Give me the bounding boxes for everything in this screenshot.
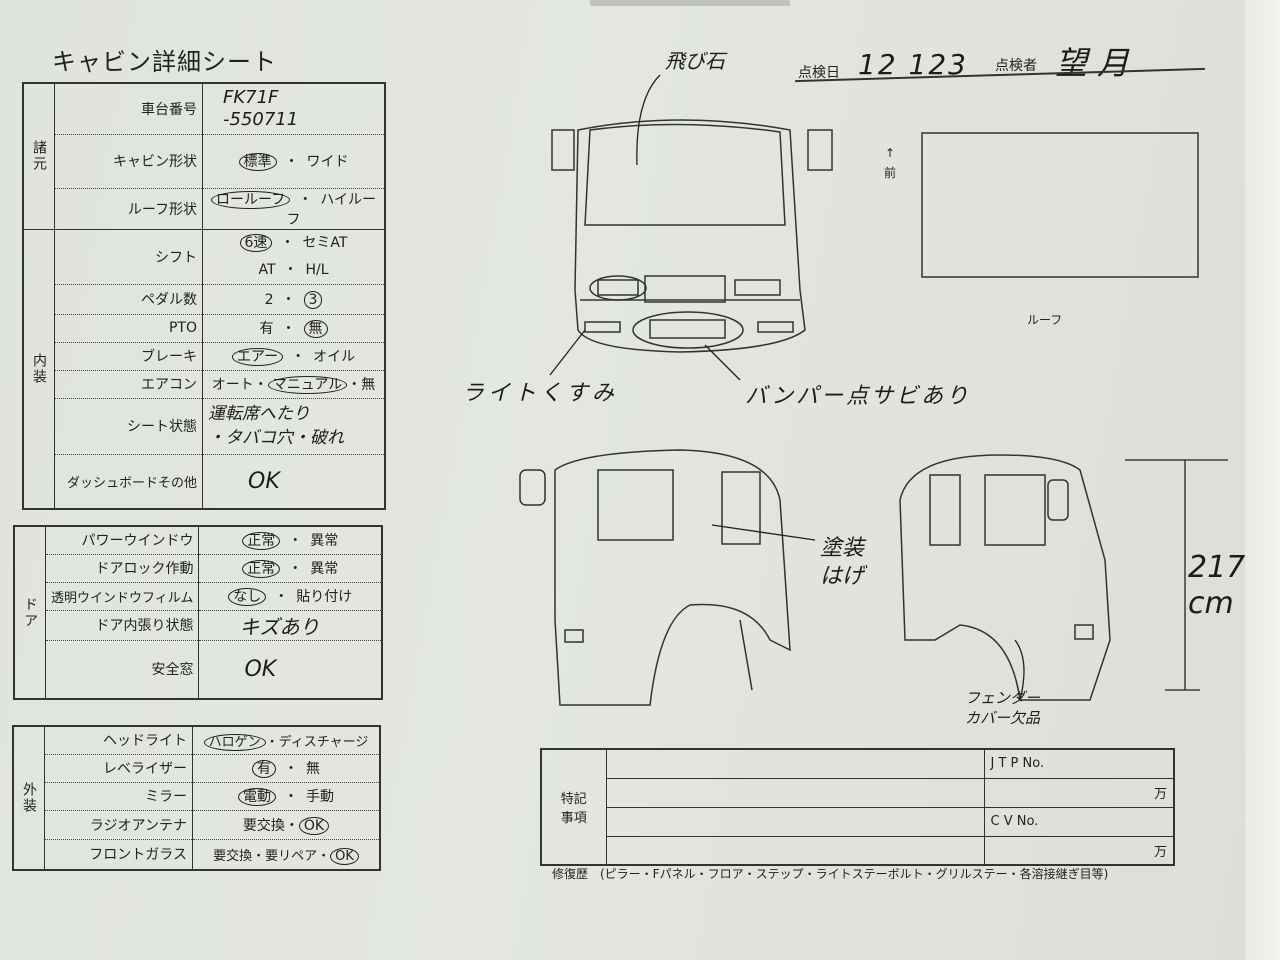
door-table: ドア パワーウインドウ 正常・異常 ドアロック作動 正常・異常 透明ウインドウフ… xyxy=(13,525,383,700)
remarks-line-3[interactable] xyxy=(605,806,985,837)
option-electric[interactable]: 電動 xyxy=(238,788,276,806)
date-label: 点検日 xyxy=(798,65,840,81)
option-hl[interactable]: H/L xyxy=(305,261,329,278)
remarks-line-2[interactable] xyxy=(605,777,985,808)
cv-unit: 万 xyxy=(983,835,1175,866)
label-pto: PTO xyxy=(54,314,203,343)
note-bumper-rust: バンパー点サビあり xyxy=(745,384,972,409)
label-mirror: ミラー xyxy=(44,782,193,811)
label-dashboard: ダッシュボードその他 xyxy=(54,454,203,510)
label-shift: シフト xyxy=(54,229,203,285)
rear-view-drawing xyxy=(899,454,1111,701)
remarks-table: 特記 事項 J T P No. 万 C V No. 万 xyxy=(540,748,1175,866)
option-standard[interactable]: 標準 xyxy=(238,153,277,171)
option-ok[interactable]: OK xyxy=(298,816,330,835)
label-door-trim: ドア内張り状態 xyxy=(44,610,200,641)
note-paint-peel: 塗装 はげ xyxy=(820,536,865,589)
side-view-drawing xyxy=(519,449,791,706)
label-roof-shape: ルーフ形状 xyxy=(54,188,203,230)
label-radio-antenna: ラジオアンテナ xyxy=(44,810,193,840)
roof-box xyxy=(921,132,1199,278)
note-height: 217 cm xyxy=(1188,550,1246,621)
seat-condition-line1: 運転席へたり xyxy=(208,404,310,424)
label-headlight: ヘッドライト xyxy=(44,726,193,755)
label-power-window: パワーウインドウ xyxy=(44,526,200,555)
note-fender-missing: フェンダー カバー欠品 xyxy=(965,689,1041,727)
section-door: ドア xyxy=(13,526,46,700)
option-wide[interactable]: ワイド xyxy=(306,154,349,170)
option-none[interactable]: 無 xyxy=(361,377,376,393)
section-interior: 内装 xyxy=(22,229,55,510)
repair-history: 修復歴 (ピラー・Fパネル・フロア・ステップ・ライトステーボルト・グリルステー・… xyxy=(552,867,1109,881)
option-oil[interactable]: オイル xyxy=(313,349,356,365)
roof-label: ルーフ xyxy=(1027,313,1063,327)
underlying-page-edge xyxy=(590,0,790,6)
label-safety-window: 安全窓 xyxy=(44,640,200,700)
door-trim-value: キズあり xyxy=(198,610,383,641)
label-pedals: ペダル数 xyxy=(54,284,203,315)
note-stone-chip: 飛び石 xyxy=(665,49,725,73)
option-manual[interactable]: 手動 xyxy=(306,789,334,805)
option-replace[interactable]: 要交換 xyxy=(242,817,285,834)
option-6speed[interactable]: 6速 xyxy=(239,233,273,252)
jtp-unit: 万 xyxy=(983,777,1175,808)
option-abnormal[interactable]: 異常 xyxy=(310,561,339,577)
specs-interior-table: 諸元 車台番号 FK71F -550711 キャビン形状 標準・ワイド ルーフ形… xyxy=(22,82,386,510)
option-applied[interactable]: 貼り付け xyxy=(296,589,353,605)
option-yes[interactable]: 有 xyxy=(259,321,274,337)
exterior-table: 外装 ヘッドライト ハロゲン・ディスチャージ レベライザー 有・無 ミラー 電動… xyxy=(12,725,381,871)
remarks-label: 特記 事項 xyxy=(540,748,607,866)
front-label: 前 xyxy=(884,166,897,180)
option-discharge[interactable]: ディスチャージ xyxy=(278,734,369,750)
note-light-dull: ライトくすみ xyxy=(462,381,619,406)
option-at[interactable]: AT xyxy=(258,261,276,278)
remarks-line-4[interactable] xyxy=(605,835,985,866)
option-replace[interactable]: 要交換 xyxy=(213,848,253,864)
arrow-up-icon: ↑ xyxy=(884,146,896,160)
front-indicator: ↑前 xyxy=(884,143,896,183)
label-aircon: エアコン xyxy=(54,370,203,399)
label-leveler: レベライザー xyxy=(44,754,193,783)
option-auto[interactable]: オート xyxy=(211,377,254,393)
option-semi-at[interactable]: セミAT xyxy=(302,234,348,251)
safety-window-value: OK xyxy=(198,640,383,700)
sheet-title: キャビン詳細シート xyxy=(52,48,277,76)
option-repair[interactable]: 要リペア xyxy=(265,848,318,864)
paper-edge xyxy=(1245,0,1280,960)
cv-label: C V No. xyxy=(983,806,1175,837)
option-yes[interactable]: 有 xyxy=(252,760,276,778)
label-brake: ブレーキ xyxy=(54,342,203,371)
option-halogen[interactable]: ハロゲン xyxy=(203,733,266,751)
label-seat-condition: シート状態 xyxy=(54,398,203,455)
option-normal[interactable]: 正常 xyxy=(242,560,281,578)
label-cab-shape: キャビン形状 xyxy=(54,134,203,189)
remarks-line-1[interactable] xyxy=(605,748,985,779)
option-no[interactable]: 無 xyxy=(303,320,328,338)
option-3[interactable]: 3 xyxy=(303,291,323,309)
option-abnormal[interactable]: 異常 xyxy=(310,533,339,550)
option-air[interactable]: エアー xyxy=(231,348,284,366)
label-chassis-number: 車台番号 xyxy=(54,83,203,135)
label-door-lock: ドアロック作動 xyxy=(44,554,200,583)
jtp-label: J T P No. xyxy=(983,748,1175,779)
annotation-leaders xyxy=(549,74,1228,701)
front-view-drawing xyxy=(551,119,833,353)
inspector-value: 望月 xyxy=(1055,44,1140,82)
option-no[interactable]: 無 xyxy=(306,761,320,777)
option-manual[interactable]: マニュアル xyxy=(267,376,348,394)
option-none[interactable]: なし xyxy=(228,588,267,606)
chassis-number-value: FK71F -550711 xyxy=(202,83,386,135)
option-high-roof[interactable]: ハイルーフ xyxy=(286,191,376,228)
option-normal[interactable]: 正常 xyxy=(242,532,281,551)
seat-condition-line2: ・タバコ穴・破れ xyxy=(208,428,344,448)
option-ok[interactable]: OK xyxy=(330,847,359,865)
dashboard-value: OK xyxy=(202,454,386,510)
option-low-roof[interactable]: ロールーフ xyxy=(211,190,291,209)
label-windshield: フロントガラス xyxy=(44,839,193,871)
inspector-label: 点検者 xyxy=(995,58,1037,74)
label-window-film: 透明ウインドウフィルム xyxy=(44,582,200,611)
option-2[interactable]: 2 xyxy=(264,292,274,308)
section-exterior: 外装 xyxy=(12,726,45,871)
